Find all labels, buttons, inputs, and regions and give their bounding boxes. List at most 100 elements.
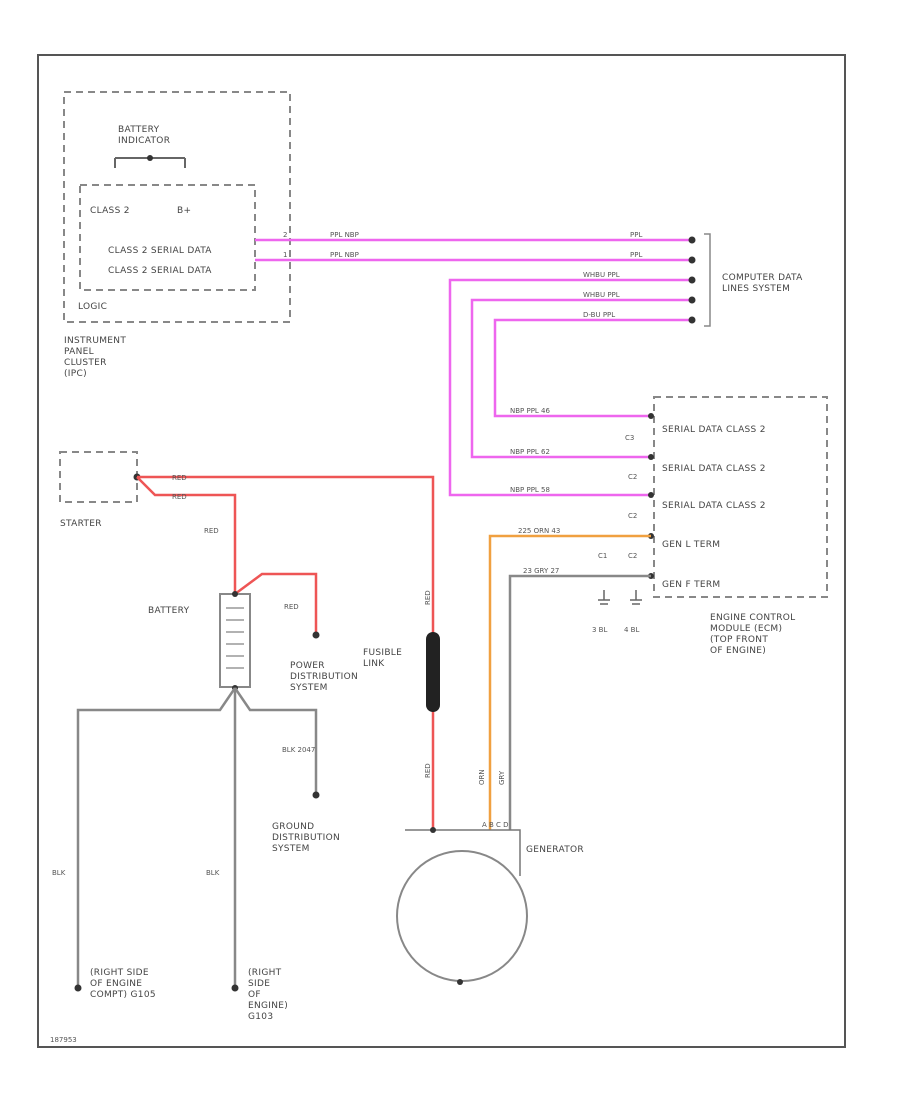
ipc-name-label-line: INSTRUMENT [64,336,126,346]
ecm-serial-1-label: SERIAL DATA CLASS 2 [662,425,766,435]
ground-dist-label-line: SYSTEM [272,844,310,854]
ecm-pin-2 [648,454,654,460]
power-dist-label-line: DISTRIBUTION [290,672,358,682]
connector-label-c2: C2 [628,552,637,560]
ecm-serial-2-label: SERIAL DATA CLASS 2 [662,464,766,474]
ecm-block: SERIAL DATA CLASS 2 SERIAL DATA CLASS 2 … [510,396,828,656]
ground-center-terminal [231,984,239,992]
ground-wire-left [76,687,237,988]
data-terminal-5 [688,316,696,324]
ipc-wire-1-colors: PPL NBP [330,231,359,239]
ipc-name-label-line: CLUSTER [64,358,107,368]
ecm-wire-3-label: NBP PPL 58 [510,486,550,494]
data-terminal-1 [688,236,696,244]
ipc-serial-1-label: CLASS 2 SERIAL DATA [108,246,212,256]
ground-1-label-line: (RIGHT SIDE [90,968,149,978]
ecm-ground-1-label: 3 BL [592,626,607,634]
ecm-name-label-line: ENGINE CONTROL [710,613,795,623]
generator-label: GENERATOR [526,845,584,855]
ecm-name-label-line: MODULE (ECM) [710,624,782,634]
ground-wire-right [233,687,318,795]
ecm-ground-1 [598,590,610,605]
ecm-ground-2-label: 4 BL [624,626,639,634]
red-label-3: RED [204,527,219,535]
ecm-pin-3 [648,492,654,498]
ipc-wire-1-pin: 2 [283,231,287,239]
gen-gry-label: GRY [498,770,506,785]
computer-data-label-line: LINES SYSTEM [722,284,790,294]
ipc-name-label-line: (IPC) [64,369,87,379]
ground-2-label-line: G103 [248,1012,273,1022]
data-right-label-2: PPL [630,251,642,259]
gen-pin-a [430,827,436,833]
ipc-wire-2-colors: PPL NBP [330,251,359,259]
ecm-wire-1-label: NBP PPL 46 [510,407,551,415]
ground-2-label-line: OF [248,990,261,1000]
ecm-pin-1 [648,413,654,419]
ipc-outline [63,91,291,323]
data-terminal-3 [688,276,696,284]
connector-label-c1: C1 [598,552,607,560]
ground-left-terminal [74,984,82,992]
ground-1-label-line: COMPT) G105 [90,990,156,1000]
starter-block: STARTER [59,451,141,529]
data-right-label-5: D-BU PPL [583,311,615,319]
ecm-serial-wire-1 [493,318,690,418]
fusible-top-label: RED [424,590,432,605]
generator-connector-line [405,829,521,876]
gen-f-wire [508,574,651,830]
ecm-name-label-line: OF ENGINE) [710,646,766,656]
ecm-genf-label: GEN F TERM [662,580,721,590]
gen-f-wire-label: 23 GRY 27 [523,567,559,575]
ground-2-label-line: SIDE [248,979,270,989]
ipc-logic-label: LOGIC [78,302,107,312]
generator-body [396,850,528,982]
battery-cells [226,607,244,669]
starter-to-fusible-link-wire [137,475,435,830]
ecm-serial-3-label: SERIAL DATA CLASS 2 [662,501,766,511]
gen-l-wire [488,534,651,830]
fusible-link-label-line: LINK [363,659,385,669]
ipc-bplus-label: B+ [177,206,191,216]
fusible-bottom-label: RED [424,763,432,778]
data-right-label-1: PPL [630,231,642,239]
starter-outline [59,451,138,503]
red-label-1: RED [172,474,187,482]
data-right-label-3: WHBU PPL [583,271,620,279]
computer-data-bracket [704,233,711,327]
ground-dist-terminal [312,791,320,799]
fusible-link-label-line: FUSIBLE [363,648,402,658]
data-terminal-4 [688,296,696,304]
ground-2-label-line: (RIGHT [248,968,282,978]
battery-power-wires: RED RED RED RED RED RED [136,474,435,830]
ipc-serial-2-label: CLASS 2 SERIAL DATA [108,266,212,276]
ipc-inner-box [79,184,256,291]
gen-orn-label: ORN [478,769,486,785]
ground-1-label-line: OF ENGINE [90,979,142,989]
ecm-outline [653,396,828,598]
computer-data-label-line: COMPUTER DATA [722,273,803,283]
ground-2-label-line: ENGINE) [248,1001,288,1011]
gen-pins-label: A B C D [482,821,509,829]
blk-label-2: BLK [206,869,220,877]
generator-control-wires: 225 ORN 43 23 GRY 27 ORN GRY [478,527,651,830]
gen-l-wire-label: 225 ORN 43 [518,527,560,535]
ipc-class2-label: CLASS 2 [90,206,130,216]
data-right-label-4: WHBU PPL [583,291,620,299]
power-dist-terminal [312,631,320,639]
serial-data-wires: 2 PPL NBP 1 PPL NBP PPL PPL WHBU PPL WHB… [255,231,803,497]
figure-id: 187953 [50,1036,77,1044]
battery-indicator-label-line: INDICATOR [118,136,170,146]
